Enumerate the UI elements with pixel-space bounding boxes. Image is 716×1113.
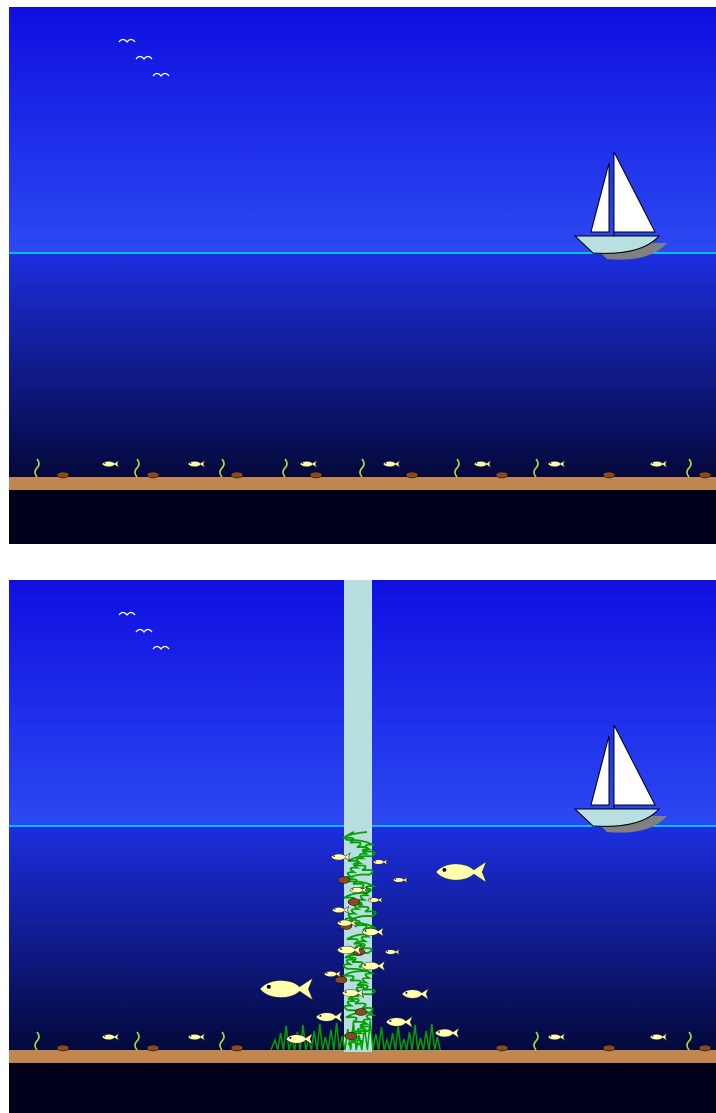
fish-eye: [364, 964, 366, 966]
fish-eye: [387, 951, 388, 952]
fish-eye: [339, 921, 340, 922]
fish-eye: [370, 899, 371, 900]
rock-icon: [348, 899, 360, 906]
rock-icon: [496, 1045, 508, 1051]
fish-eye: [190, 1036, 191, 1037]
fish-eye: [352, 889, 353, 890]
deep-water: [9, 1062, 716, 1113]
rock-icon: [699, 472, 711, 478]
rock-icon: [57, 472, 69, 478]
deep-water: [9, 489, 716, 544]
scene-before-panel: [9, 7, 716, 544]
fish-eye: [438, 1031, 440, 1033]
fish-eye: [443, 868, 447, 872]
rock-icon: [147, 1045, 159, 1051]
fish-eye: [267, 985, 271, 989]
rock-icon: [699, 1045, 711, 1051]
sky: [9, 7, 716, 253]
fish-eye: [375, 861, 376, 862]
fish-eye: [385, 463, 386, 464]
rock-icon: [345, 1033, 357, 1040]
fish-eye: [652, 1036, 653, 1037]
rock-icon: [231, 1045, 243, 1051]
rock-icon: [496, 472, 508, 478]
scene-before-svg: [9, 7, 716, 544]
rock-icon: [57, 1045, 69, 1051]
rock-icon: [603, 472, 615, 478]
fish-eye: [340, 948, 342, 950]
fish-eye: [104, 463, 105, 464]
fish-eye: [345, 991, 347, 993]
rock-icon: [310, 472, 322, 478]
fish-eye: [365, 930, 367, 932]
fish-eye: [389, 1020, 391, 1022]
rock-icon: [406, 472, 418, 478]
scene-after-panel: [9, 580, 716, 1113]
fish-eye: [550, 463, 551, 464]
rock-icon: [147, 472, 159, 478]
seabed: [9, 477, 716, 490]
fish-eye: [319, 1015, 321, 1017]
rock-icon: [231, 472, 243, 478]
water: [9, 253, 716, 479]
fish-eye: [405, 992, 407, 994]
scene-after-svg: [9, 580, 716, 1113]
fish-eye: [104, 1036, 105, 1037]
fish-eye: [302, 463, 303, 464]
rock-icon: [603, 1045, 615, 1051]
fish-eye: [326, 973, 327, 974]
fish-eye: [289, 1037, 291, 1039]
fish-eye: [395, 879, 396, 880]
rock-icon: [338, 877, 350, 884]
rock-icon: [355, 1009, 367, 1016]
fish-eye: [652, 463, 653, 464]
fish-eye: [333, 855, 334, 856]
fish-eye: [476, 463, 477, 464]
fish-eye: [190, 463, 191, 464]
fish-eye: [550, 1036, 551, 1037]
fish-eye: [334, 909, 335, 910]
